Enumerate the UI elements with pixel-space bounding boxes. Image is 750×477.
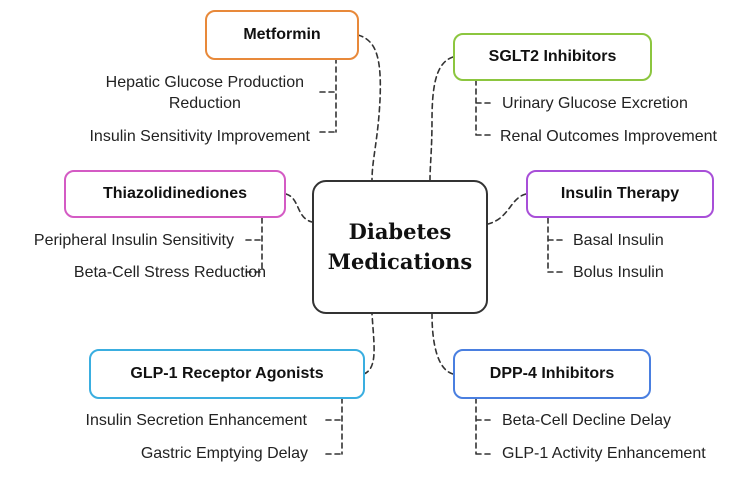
insulin-label: Insulin Therapy: [560, 185, 680, 202]
insulin-node: Insulin Therapy: [526, 170, 714, 218]
central-title-line-2: Medications: [327, 249, 473, 274]
connector-insulin-leaves: [547, 217, 565, 273]
central-title-line-1: Diabetes: [348, 219, 452, 244]
metformin-label: Metformin: [243, 26, 321, 43]
connector-glp1-leaves: [325, 397, 343, 455]
metformin-node: Metformin: [205, 10, 359, 60]
tzd-item-1: Peripheral Insulin Sensitivity: [33, 232, 234, 249]
dpp4-item-2: GLP-1 Activity Enhancement: [502, 445, 706, 462]
connector-metformin-leaves: [319, 57, 337, 133]
connector-sglt2-leaves: [475, 79, 493, 136]
tzd-label: Thiazolidinediones: [102, 185, 247, 202]
connector-insulin: [487, 193, 527, 225]
glp1-node: GLP-1 Receptor Agonists: [89, 349, 365, 399]
metformin-item-1: Hepatic Glucose Production Reduction: [105, 74, 304, 112]
glp1-item-1: Insulin Secretion Enhancement: [85, 412, 307, 429]
dpp4-item-1: Beta-Cell Decline Delay: [502, 412, 671, 429]
connector-metformin: [357, 34, 382, 181]
dpp4-node: DPP-4 Inhibitors: [453, 349, 651, 399]
sglt2-node: SGLT2 Inhibitors: [453, 33, 652, 81]
glp1-item-2: Gastric Emptying Delay: [140, 445, 308, 462]
connector-sglt2: [429, 56, 454, 181]
central-node: Diabetes Medications: [312, 180, 488, 314]
tzd-item-2: Beta-Cell Stress Reduction: [73, 264, 266, 281]
metformin-item-2: Insulin Sensitivity Improvement: [89, 128, 310, 145]
insulin-item-2: Bolus Insulin: [573, 264, 664, 281]
connector-tzd-leaves: [245, 217, 263, 273]
connector-glp1: [363, 313, 375, 375]
glp1-label: GLP-1 Receptor Agonists: [130, 365, 324, 382]
sglt2-label: SGLT2 Inhibitors: [488, 48, 617, 65]
sglt2-item-1: Urinary Glucose Excretion: [502, 95, 688, 112]
connector-dpp4: [431, 313, 454, 375]
sglt2-item-2: Renal Outcomes Improvement: [500, 128, 717, 145]
connector-dpp4-leaves: [475, 397, 493, 455]
connector-tzd: [285, 193, 313, 223]
dpp4-label: DPP-4 Inhibitors: [489, 365, 615, 382]
insulin-item-1: Basal Insulin: [573, 232, 664, 249]
tzd-node: Thiazolidinediones: [64, 170, 286, 218]
